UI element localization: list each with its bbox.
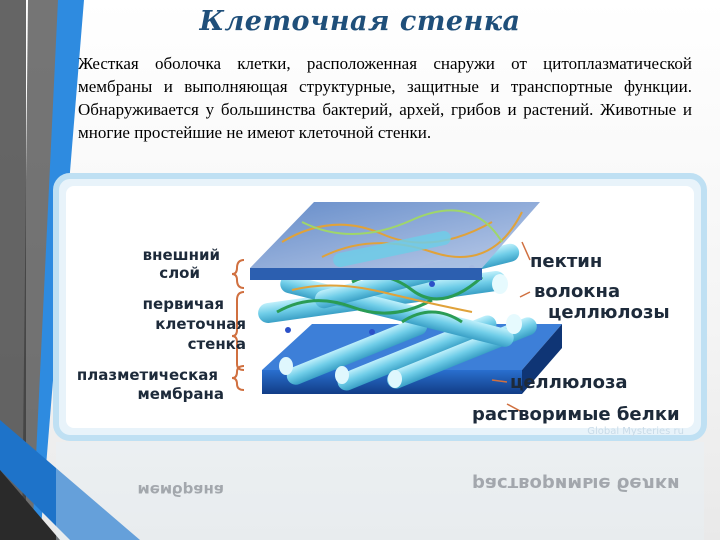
label-plasma-membrane-2: мембрана — [137, 385, 224, 403]
label-primary-wall-2: клеточная — [155, 315, 246, 333]
label-cellulose-fibers-2: целлюлозы — [548, 302, 670, 323]
label-primary-wall-1: первичая — [143, 295, 224, 313]
layer-brackets — [231, 259, 245, 391]
label-outer-layer-2: слой — [159, 264, 200, 282]
watermark: Global Mysteries ru — [587, 426, 684, 437]
label-outer-layer-1: внешний — [143, 246, 220, 264]
pointer-lines — [491, 241, 531, 413]
figure-reflection: растворимые белки мембрана — [52, 442, 707, 540]
reflection-soluble-proteins: растворимые белки — [472, 473, 680, 494]
label-pectin: пектин — [530, 251, 602, 272]
reflection-plasma-membrane-2: мембрана — [137, 481, 224, 499]
definition-text: Жесткая оболочка клетки, расположенная с… — [78, 54, 692, 142]
label-primary-wall-3: стенка — [188, 335, 246, 353]
label-cellulose-fibers-1: волокна — [534, 281, 620, 302]
outer-layer-plate — [250, 202, 540, 280]
label-cellulose: целлюлоза — [510, 372, 628, 393]
cell-wall-diagram: внешний слой первичая клеточная стенка п… — [53, 173, 707, 441]
label-soluble-proteins: растворимые белки — [472, 404, 680, 425]
label-plasma-membrane-1: плазметическая — [77, 366, 218, 384]
slide-title: Клеточная стенка — [199, 6, 521, 37]
